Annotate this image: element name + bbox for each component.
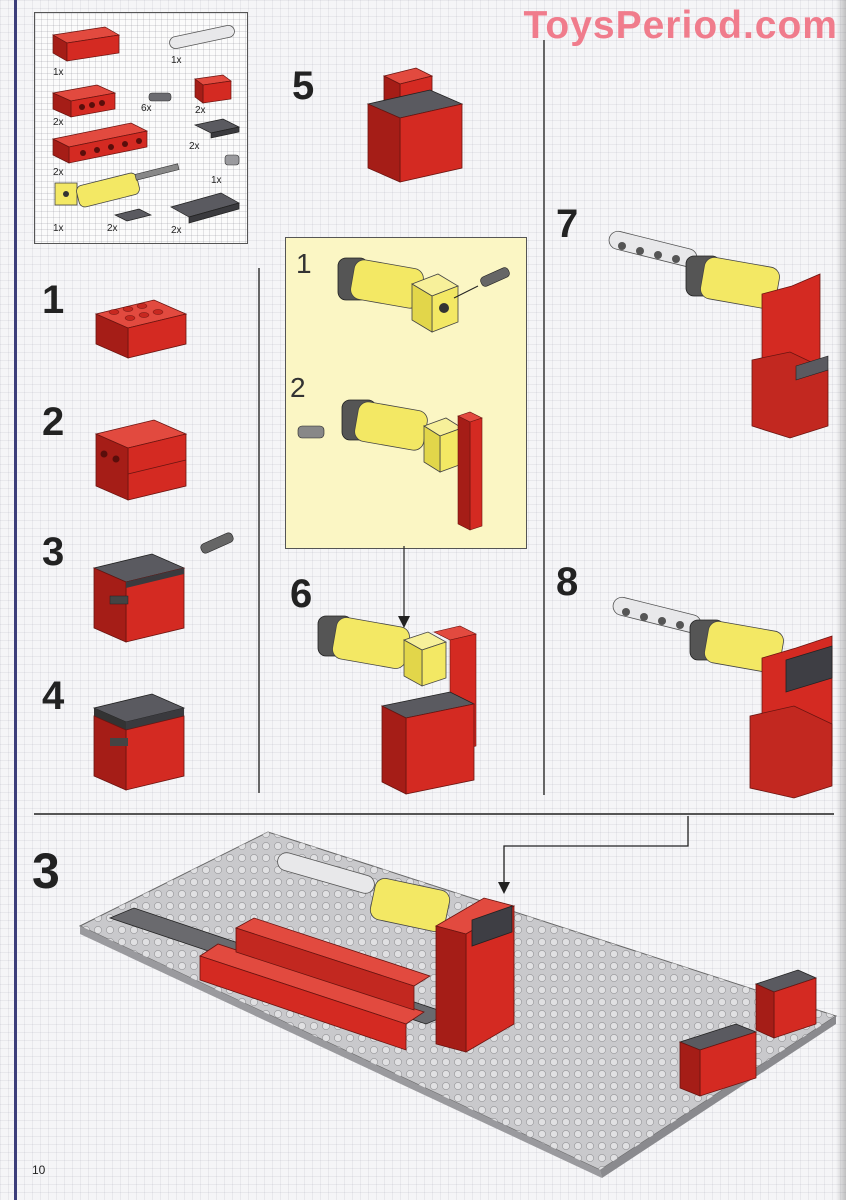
part-plate-2x2 (193, 118, 241, 139)
part-count: 1x (53, 67, 64, 78)
part-count: 6x (141, 103, 152, 114)
part-pneumatic-cylinder (54, 163, 180, 208)
arrow-down-icon (453, 285, 479, 299)
step-number-5: 5 (292, 64, 315, 108)
step-number-1: 1 (42, 278, 65, 322)
major-step-assembly (78, 831, 838, 1178)
step-number-3: 3 (42, 530, 65, 574)
part-brick-2x2 (194, 74, 232, 104)
part-count: 2x (107, 223, 118, 234)
step-2-model (94, 419, 188, 501)
part-pin (148, 92, 172, 102)
part-technic-brick-4 (51, 84, 117, 118)
sub-step-number-2: 2 (290, 372, 306, 403)
part-count: 2x (53, 117, 64, 128)
part-liftarm (169, 24, 235, 50)
step-5-model (366, 67, 464, 183)
part-count: 2x (171, 225, 182, 236)
page-edge-stripe (14, 0, 17, 1200)
step-number-6: 6 (290, 572, 313, 616)
parts-list: 1x 1x 6x 2x 2x 2x 2x 1x 1x 2x 2x (34, 12, 248, 244)
sub-step-2-model (297, 399, 483, 531)
part-count: 2x (53, 167, 64, 178)
part-plate-1x2 (113, 208, 153, 222)
major-step-number: 3 (32, 843, 60, 899)
watermark: ToysPeriod.com (523, 4, 838, 47)
part-count: 1x (171, 55, 182, 66)
step-number-4: 4 (42, 674, 65, 718)
callout-arrow-icon (398, 546, 410, 628)
parts-list-drawing (51, 24, 241, 224)
part-count: 1x (211, 175, 222, 186)
part-count: 2x (189, 141, 200, 152)
step-7-model (608, 230, 829, 439)
part-brick-2x4 (51, 26, 121, 62)
sub-step-number-1: 1 (296, 248, 312, 279)
part-small-pin (224, 154, 240, 166)
part-plate-2x4 (170, 192, 240, 224)
binding-shadow (836, 0, 846, 1200)
step-number-7: 7 (556, 202, 579, 246)
step-8-model (612, 596, 833, 799)
step-number-8: 8 (556, 560, 579, 604)
part-count: 2x (195, 105, 206, 116)
step-4-model (92, 693, 186, 791)
step-number-2: 2 (42, 400, 65, 444)
major-step-arrow-icon (498, 816, 689, 894)
column-divider-right (543, 40, 545, 795)
column-divider-left (258, 268, 260, 793)
section-divider (34, 813, 834, 815)
page-number: 10 (32, 1163, 46, 1177)
step-6-model (317, 615, 477, 795)
part-count: 1x (53, 223, 64, 234)
part-technic-brick-6 (51, 122, 149, 164)
sub-step-1-model (337, 257, 510, 333)
step-3-model (92, 532, 234, 643)
step-1-model (94, 299, 188, 359)
